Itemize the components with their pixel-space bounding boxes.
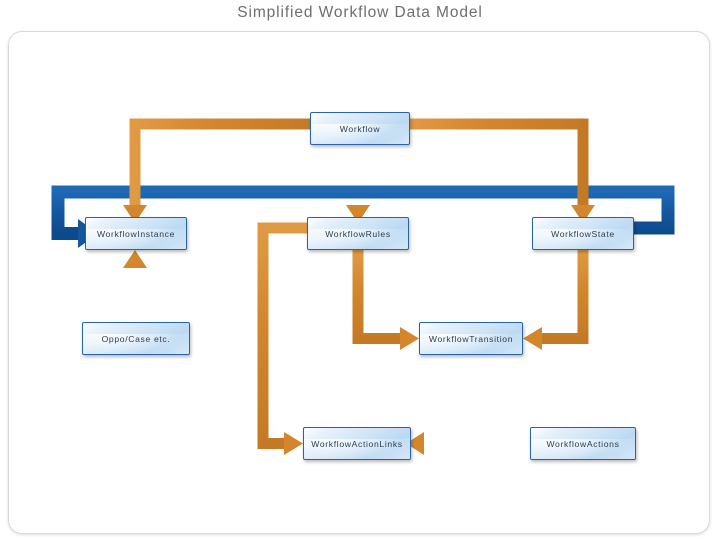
edge-workflow-to-workflowrules <box>346 145 370 223</box>
page-title: Simplified Workflow Data Model <box>237 4 483 21</box>
node-workflowtransition[interactable]: WorkflowTransition <box>419 322 523 355</box>
node-workflowinstance[interactable]: WorkflowInstance <box>85 217 187 250</box>
edge-oppocase-to-workflowinstance <box>123 250 147 322</box>
node-label: Oppo/Case etc. <box>101 333 171 344</box>
edge-workflowstate-to-workflowtransition <box>523 250 589 350</box>
node-workflowactions[interactable]: WorkflowActions <box>530 427 636 460</box>
node-label: WorkflowInstance <box>96 228 176 239</box>
node-workflowstate[interactable]: WorkflowState <box>532 217 634 250</box>
edge-workflowrules-to-workflowtransition <box>352 250 419 350</box>
edge-workflow-to-workflowinstance <box>123 118 312 223</box>
node-label: Workflow <box>339 123 381 134</box>
node-workflowactionlinks[interactable]: WorkflowActionLinks <box>303 427 411 460</box>
node-label: WorkflowState <box>551 228 615 239</box>
edge-workflow-to-workflowstate <box>408 118 595 223</box>
edge-workflowrules-to-workflowactionlinks <box>257 222 307 455</box>
node-workflowrules[interactable]: WorkflowRules <box>307 217 409 250</box>
edge-workflowactions-to-workflowactionlinks <box>406 432 530 455</box>
node-label: WorkflowRules <box>325 228 391 239</box>
node-label: WorkflowActionLinks <box>311 438 403 449</box>
node-oppocase[interactable]: Oppo/Case etc. <box>82 322 190 355</box>
node-workflow[interactable]: Workflow <box>310 112 410 145</box>
node-label: WorkflowActions <box>546 438 620 449</box>
node-label: WorkflowTransition <box>428 333 514 344</box>
